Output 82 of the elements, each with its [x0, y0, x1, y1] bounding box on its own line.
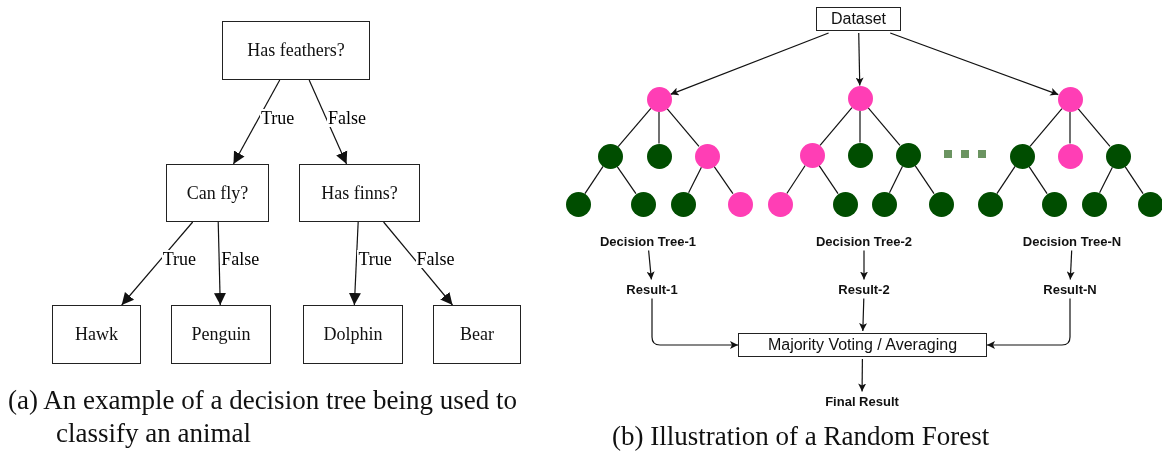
- arrow: [382, 221, 454, 306]
- node-label: Decision Tree-1: [599, 233, 697, 249]
- arrow: [348, 221, 361, 306]
- tree-node-circle: [1137, 191, 1162, 217]
- tree-node-circle: [1057, 86, 1083, 112]
- connector-line: [616, 165, 637, 195]
- arrow: [1066, 249, 1075, 281]
- tree-node-circle: [928, 191, 954, 217]
- tree-node-circle: [694, 143, 720, 169]
- figure-caption: (b) Illustration of a Random Forest: [612, 420, 991, 453]
- tree-node-circle: [565, 191, 591, 217]
- tree-node-circle: [847, 85, 873, 111]
- tree-node-circle: [1057, 143, 1083, 169]
- arrow: [232, 79, 281, 165]
- node-label: Decision Tree-2: [815, 233, 913, 249]
- arrow: [889, 32, 1059, 96]
- tree-node-circle: [977, 191, 1003, 217]
- connector-line: [1069, 110, 1071, 145]
- tree-node-circle: [799, 142, 825, 168]
- tree-node-circle: [1105, 143, 1131, 169]
- node-label: Result-1: [626, 281, 678, 297]
- tree-node-circle: [670, 191, 696, 217]
- tree-node-circle: [767, 191, 793, 217]
- connector-line: [1099, 166, 1113, 194]
- connector-line: [666, 107, 700, 148]
- connector-line: [658, 110, 660, 145]
- arrow: [859, 297, 868, 332]
- connector-line: [867, 106, 901, 147]
- decision-node-box: Hawk: [52, 305, 141, 364]
- connector-line: [1028, 165, 1048, 195]
- connector-line: [1029, 107, 1063, 148]
- arrow: [986, 297, 1071, 349]
- connector-line: [888, 165, 904, 194]
- tree-node-circle: [646, 86, 672, 112]
- connector-line: [1124, 165, 1144, 195]
- process-box: Dataset: [816, 7, 901, 31]
- decision-node-box: Has feathers?: [222, 21, 370, 80]
- connector-line: [914, 164, 935, 195]
- arrow: [646, 249, 655, 281]
- tree-node-circle: [597, 143, 623, 169]
- connector-line: [996, 165, 1016, 195]
- tree-node-circle: [630, 191, 656, 217]
- arrow: [855, 32, 864, 87]
- arrow: [858, 358, 867, 393]
- decision-node-box: Bear: [433, 305, 521, 364]
- connector-line: [688, 166, 702, 194]
- connector-line: [584, 165, 604, 195]
- arrow: [121, 221, 194, 306]
- tree-node-circle: [1081, 191, 1107, 217]
- connector-line: [1077, 107, 1111, 148]
- edge-label: False: [327, 108, 367, 127]
- connector-line: [818, 164, 839, 195]
- node-label: Result-N: [1043, 281, 1097, 297]
- tree-node-circle: [727, 191, 753, 217]
- arrow: [860, 249, 868, 281]
- node-label: Result-2: [838, 281, 890, 297]
- tree-node-circle: [1041, 191, 1067, 217]
- connector-line: [859, 109, 861, 144]
- connector-line: [617, 107, 652, 148]
- decision-node-box: Penguin: [171, 305, 271, 364]
- process-box: Majority Voting / Averaging: [738, 333, 987, 357]
- decision-node-box: Has finns?: [299, 164, 420, 222]
- decision-node-box: Can fly?: [166, 164, 269, 222]
- node-label: Final Result: [825, 393, 899, 409]
- arrow: [670, 32, 830, 96]
- tree-node-circle: [1009, 143, 1035, 169]
- edge-label: False: [415, 250, 456, 269]
- tree-node-circle: [895, 142, 921, 168]
- tree-node-circle: [871, 191, 897, 217]
- arrow: [651, 297, 739, 349]
- arrow: [308, 79, 348, 165]
- figure-caption: (a) An example of a decision tree being used to classify an animal: [8, 384, 519, 450]
- connector-line: [819, 106, 853, 147]
- tree-node-circle: [646, 143, 672, 169]
- connector-line: [786, 164, 806, 195]
- node-label: Decision Tree-N: [1022, 233, 1122, 249]
- connector-line: [713, 165, 734, 195]
- tree-node-circle: [832, 191, 858, 217]
- arrow: [214, 221, 226, 306]
- tree-node-circle: [847, 142, 873, 168]
- edge-label: True: [259, 108, 296, 127]
- decision-node-box: Dolphin: [303, 305, 403, 364]
